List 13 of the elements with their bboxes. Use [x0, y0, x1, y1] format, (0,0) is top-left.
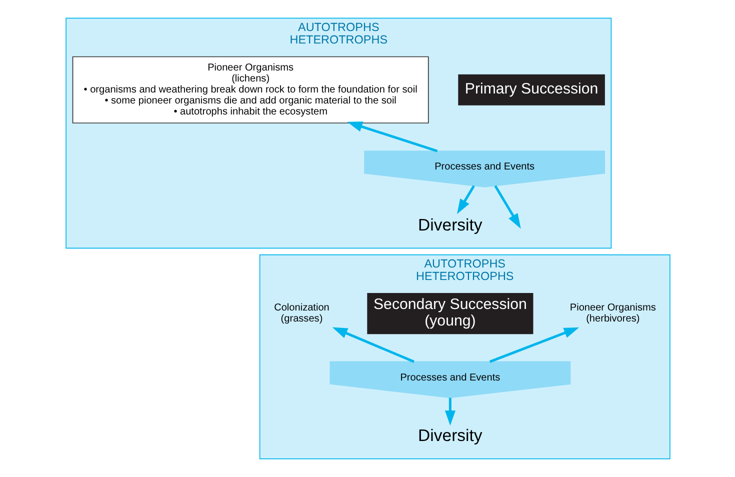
arrow [456, 185, 474, 214]
node-text: Pioneer Organisms (herbivores) [569, 302, 656, 325]
node-box: Pioneer Organisms (lichens) • organisms and weathering break down rock to form the foundation for soil • some pioneer organisms die and add organic material to the soil • autotrophs inhabit the ecosystem [72, 56, 428, 124]
arrow [494, 185, 520, 229]
node-box: Secondary Succession (young) [366, 293, 533, 334]
node-box: Primary Succession [458, 74, 604, 106]
node-text: Diversity [418, 426, 482, 446]
node-text: Colonization (grasses) [274, 302, 329, 325]
arrow [346, 122, 438, 152]
node-text: Diversity [418, 216, 482, 235]
arrow [332, 327, 414, 363]
arrow [488, 327, 579, 363]
arrow [444, 398, 455, 426]
